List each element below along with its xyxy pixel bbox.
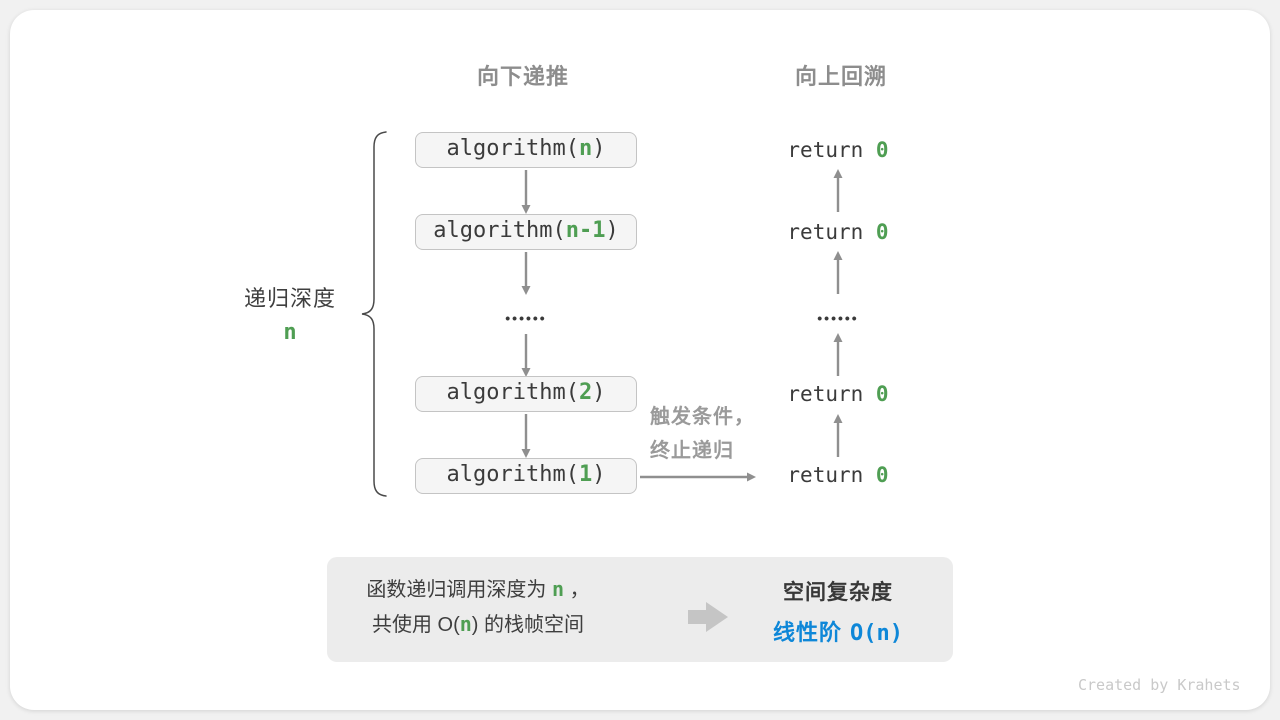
summary-effect: 空间复杂度 线性阶 O(n) [733,576,943,647]
summary-panel [327,557,953,662]
return-statement-3: return 0 [763,382,913,406]
return-column-ellipsis: •••••• [817,310,859,326]
code-arg: 2 [578,380,593,405]
code-arg: 1 [578,462,593,487]
cause-variable: n [459,612,472,636]
return-keyword: return [787,220,876,244]
summary-cause-line1: 函数递归调用深度为 n ， [343,572,613,607]
recursion-depth-variable: n [283,320,297,345]
complexity-notation: O(n) [850,621,903,646]
call-box-algorithm-1: algorithm(1) [415,458,637,494]
recursion-depth-label: 递归深度 n [228,281,352,345]
code-text: algorithm( [446,380,579,405]
code-text: algorithm( [433,218,566,243]
return-keyword: return [787,463,876,487]
summary-cause: 函数递归调用深度为 n ， 共使用 O(n) 的栈帧空间 [343,572,613,642]
return-keyword: return [787,138,876,162]
cause-variable: n [551,577,565,601]
cause-text: ， [564,579,590,601]
credit-text: Created by Krahets [1078,676,1241,694]
heading-downward-recursion: 向下递推 [476,64,569,89]
return-value: 0 [875,220,889,244]
code-text: algorithm( [446,136,579,161]
heading-upward-backtracking: 向上回溯 [794,64,887,89]
call-box-algorithm-2: algorithm(2) [415,376,637,412]
code-arg: n [578,136,593,161]
implies-arrow-icon [688,602,728,632]
call-box-algorithm-n-1: algorithm(n-1) [415,214,637,250]
base-case-note-line2: 终止递归 [650,440,734,462]
call-stack-ellipsis: •••••• [505,310,547,326]
return-keyword: return [787,382,876,406]
space-complexity-title: 空间复杂度 [783,581,893,604]
return-statement-1: return 0 [763,138,913,162]
code-text: ) [605,218,619,243]
return-value: 0 [875,463,889,487]
return-statement-2: return 0 [763,220,913,244]
base-case-note-line1: 触发条件， [650,406,755,428]
space-complexity-result: 线性阶 O(n) [733,615,943,647]
call-box-algorithm-n: algorithm(n) [415,132,637,168]
summary-cause-line2: 共使用 O(n) 的栈帧空间 [343,607,613,642]
code-arg: n-1 [565,218,606,243]
recursion-depth-text: 递归深度 [243,286,336,311]
return-statement-4: return 0 [763,463,913,487]
base-case-note: 触发条件， 终止递归 [650,400,790,468]
return-value: 0 [875,138,889,162]
code-text: algorithm( [446,462,579,487]
cause-text: 函数递归调用深度为 [366,579,552,601]
complexity-class: 线性阶 [773,620,843,645]
cause-text: 共使用 O( [371,614,460,636]
code-text: ) [592,136,606,161]
return-value: 0 [875,382,889,406]
code-text: ) [592,380,606,405]
code-text: ) [592,462,606,487]
cause-text: ) 的栈帧空间 [471,614,585,636]
